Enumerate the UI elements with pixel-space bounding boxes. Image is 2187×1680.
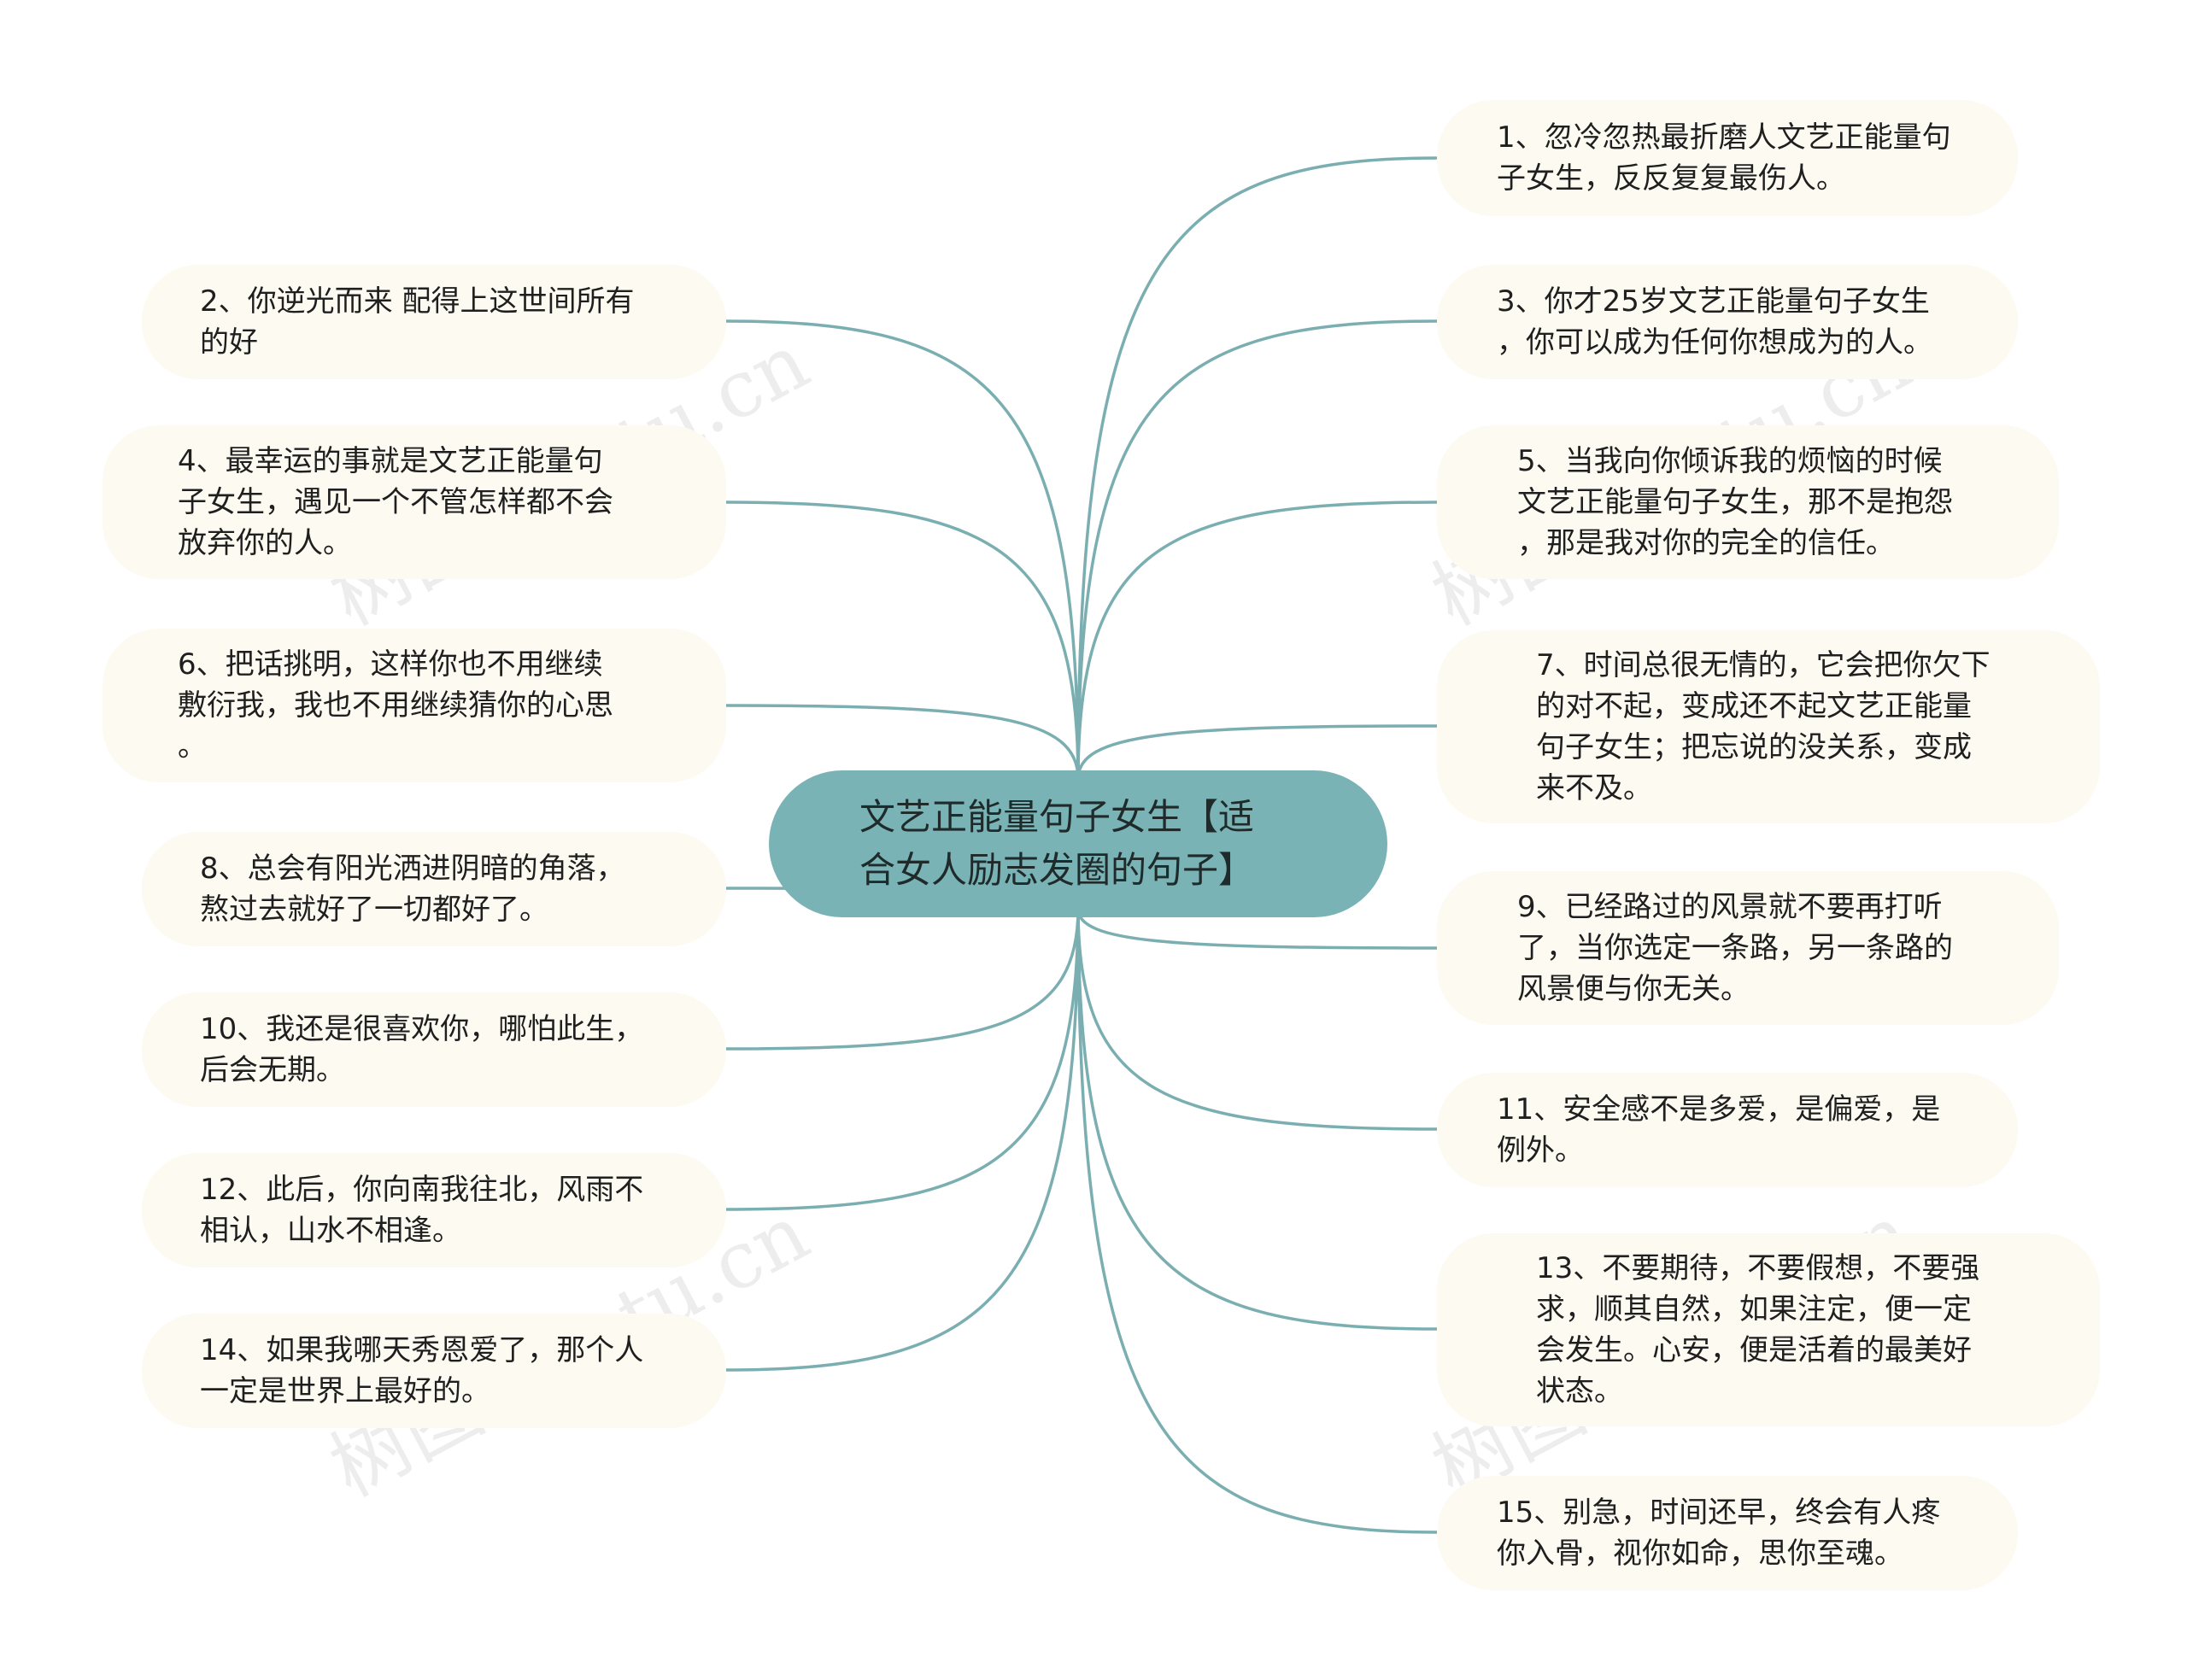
branch-node-3[interactable]: 3、你才25岁文艺正能量句子女生 ，你可以成为任何你想成为的人。 xyxy=(1437,265,2018,379)
branch-text: 14、如果我哪天秀恩爱了，那个人 一定是世界上最好的。 xyxy=(200,1333,644,1408)
branch-node-10[interactable]: 10、我还是很喜欢你，哪怕此生， 后会无期。 xyxy=(142,992,726,1107)
connector-line xyxy=(725,908,1080,1211)
branch-text: 15、别急，时间还早，终会有人疼 你入骨，视你如命，思你至魂。 xyxy=(1497,1496,1941,1571)
branch-node-4[interactable]: 4、最幸运的事就是文艺正能量句 子女生，遇见一个不管怎样都不会 放弃你的人。 xyxy=(103,425,726,579)
branch-node-5[interactable]: 5、当我向你倾诉我的烦恼的时候 文艺正能量句子女生，那不是抱怨 ，那是我对你的完… xyxy=(1437,425,2059,579)
branch-text: 9、已经路过的风景就不要再打听 了，当你选定一条路，另一条路的 风景便与你无关。 xyxy=(1517,890,1953,1006)
connector-line xyxy=(725,500,1080,780)
branch-node-15[interactable]: 15、别急，时间还早，终会有人疼 你入骨，视你如命，思你至魂。 xyxy=(1437,1476,2018,1590)
branch-text: 3、你才25岁文艺正能量句子女生 ，你可以成为任何你想成为的人。 xyxy=(1497,284,1932,360)
connector-line xyxy=(1076,319,1438,780)
central-topic[interactable]: 文艺正能量句子女生【适 合女人励志发圈的句子】 xyxy=(769,770,1387,917)
branch-node-2[interactable]: 2、你逆光而来 配得上这世间所有 的好 xyxy=(142,265,726,379)
branch-text: 13、不要期待，不要假想，不要强 求，顺其自然，如果注定，便一定 会发生。心安，… xyxy=(1536,1251,1980,1408)
branch-node-7[interactable]: 7、时间总很无情的，它会把你欠下 的对不起，变成还不起文艺正能量 句子女生；把忘… xyxy=(1437,630,2100,823)
connector-line xyxy=(1076,908,1438,1534)
branch-text: 8、总会有阳光洒进阴暗的角落， 熬过去就好了一切都好了。 xyxy=(200,852,625,927)
branch-text: 12、此后，你向南我往北，风雨不 相认，山水不相逢。 xyxy=(200,1173,644,1248)
connector-line xyxy=(725,908,1080,1051)
connector-line xyxy=(1076,156,1438,780)
central-topic-label: 文艺正能量句子女生【适 合女人励志发圈的句子】 xyxy=(859,796,1255,891)
connector-line xyxy=(1076,724,1438,780)
branch-text: 11、安全感不是多爱，是偏爱，是 例外。 xyxy=(1497,1092,1941,1168)
branch-node-8[interactable]: 8、总会有阳光洒进阴暗的角落， 熬过去就好了一切都好了。 xyxy=(142,832,726,946)
connector-line xyxy=(1076,908,1438,1331)
branch-text: 7、时间总很无情的，它会把你欠下 的对不起，变成还不起文艺正能量 句子女生；把忘… xyxy=(1536,648,1991,805)
connector-line xyxy=(1076,908,1438,1131)
connector-line xyxy=(1076,908,1438,950)
branch-node-12[interactable]: 12、此后，你向南我往北，风雨不 相认，山水不相逢。 xyxy=(142,1153,726,1267)
branch-text: 4、最幸运的事就是文艺正能量句 子女生，遇见一个不管怎样都不会 放弃你的人。 xyxy=(178,444,613,560)
branch-text: 6、把话挑明，这样你也不用继续 敷衍我，我也不用继续猜你的心思 。 xyxy=(178,647,613,764)
connector-line xyxy=(725,319,1080,780)
branch-node-13[interactable]: 13、不要期待，不要假想，不要强 求，顺其自然，如果注定，便一定 会发生。心安，… xyxy=(1437,1233,2100,1426)
branch-node-6[interactable]: 6、把话挑明，这样你也不用继续 敷衍我，我也不用继续猜你的心思 。 xyxy=(103,629,726,782)
connector-line xyxy=(1076,500,1438,780)
connector-line xyxy=(725,908,1080,1372)
connector-line xyxy=(725,704,1080,780)
branch-node-11[interactable]: 11、安全感不是多爱，是偏爱，是 例外。 xyxy=(1437,1073,2018,1187)
branch-text: 2、你逆光而来 配得上这世间所有 的好 xyxy=(200,284,635,360)
branch-node-1[interactable]: 1、忽冷忽热最折磨人文艺正能量句 子女生，反反复复最伤人。 xyxy=(1437,100,2018,216)
branch-text: 10、我还是很喜欢你，哪怕此生， 后会无期。 xyxy=(200,1012,644,1087)
branch-node-14[interactable]: 14、如果我哪天秀恩爱了，那个人 一定是世界上最好的。 xyxy=(142,1314,726,1428)
branch-node-9[interactable]: 9、已经路过的风景就不要再打听 了，当你选定一条路，另一条路的 风景便与你无关。 xyxy=(1437,871,2059,1025)
branch-text: 5、当我向你倾诉我的烦恼的时候 文艺正能量句子女生，那不是抱怨 ，那是我对你的完… xyxy=(1517,444,1953,560)
branch-text: 1、忽冷忽热最折磨人文艺正能量句 子女生，反反复复最伤人。 xyxy=(1497,120,1951,196)
